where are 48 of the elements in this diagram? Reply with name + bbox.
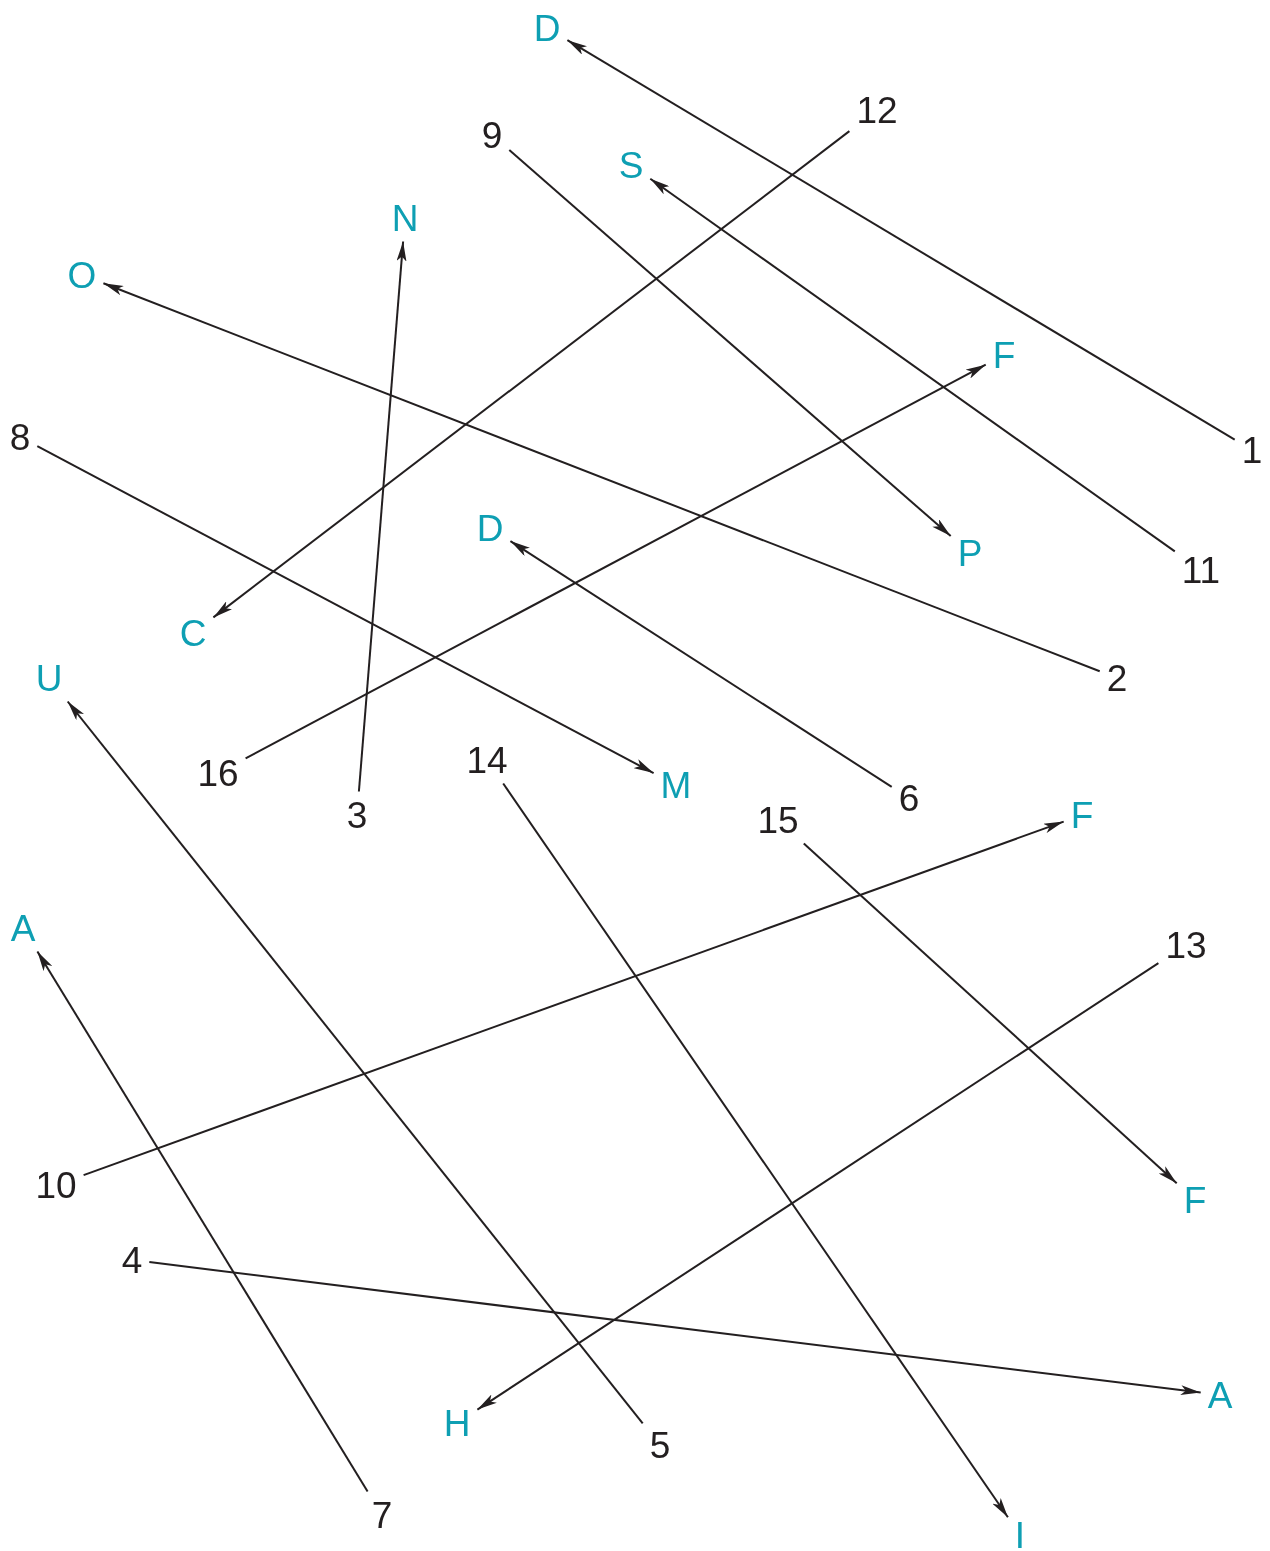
callout-number: 6 bbox=[896, 778, 922, 818]
leader-arrow bbox=[357, 240, 407, 793]
leader-arrow bbox=[509, 540, 893, 788]
part-letter: N bbox=[389, 198, 421, 238]
part-letter: F bbox=[1068, 795, 1096, 835]
callout-number: 10 bbox=[33, 1165, 79, 1205]
callout-number: 1 bbox=[1239, 430, 1265, 470]
part-letter: A bbox=[8, 908, 38, 948]
part-letter: U bbox=[33, 658, 65, 698]
part-letter: M bbox=[658, 765, 694, 805]
part-letter: A bbox=[1205, 1375, 1235, 1415]
leader-arrow bbox=[802, 842, 1178, 1185]
leader-arrow bbox=[36, 445, 655, 775]
leader-arrow bbox=[212, 130, 851, 619]
callout-number: 15 bbox=[755, 800, 801, 840]
part-letter: D bbox=[474, 508, 506, 548]
callout-number: 12 bbox=[854, 90, 900, 130]
callout-number: 13 bbox=[1163, 925, 1209, 965]
part-letter: D bbox=[531, 8, 563, 48]
part-letter: H bbox=[441, 1403, 473, 1443]
leader-arrow bbox=[82, 820, 1065, 1177]
leader-arrow bbox=[36, 950, 369, 1493]
part-letter: F bbox=[1181, 1180, 1209, 1220]
leader-arrow bbox=[566, 39, 1236, 441]
leader-arrow bbox=[502, 782, 1009, 1519]
callout-number: 14 bbox=[464, 740, 510, 780]
leader-arrow bbox=[508, 149, 952, 538]
callout-number: 9 bbox=[479, 115, 505, 155]
leader-arrow bbox=[148, 1261, 1202, 1396]
callout-number: 7 bbox=[369, 1495, 395, 1535]
callout-number: 3 bbox=[344, 795, 370, 835]
part-letter: S bbox=[616, 145, 646, 185]
callout-number: 11 bbox=[1179, 550, 1223, 590]
leader-arrow bbox=[476, 962, 1160, 1411]
callout-number: 2 bbox=[1104, 658, 1130, 698]
leader-arrow bbox=[66, 700, 644, 1425]
leader-arrow bbox=[102, 282, 1101, 673]
leader-arrow bbox=[244, 363, 987, 760]
callout-number: 5 bbox=[647, 1425, 673, 1465]
part-letter: O bbox=[65, 255, 99, 295]
callout-number: 4 bbox=[119, 1240, 145, 1280]
part-letter: F bbox=[990, 335, 1018, 375]
callout-number: 16 bbox=[195, 753, 241, 793]
part-letter: C bbox=[177, 613, 209, 653]
part-letter: P bbox=[955, 533, 985, 573]
part-letter: I bbox=[1012, 1515, 1028, 1551]
leader-arrow bbox=[649, 177, 1176, 553]
callout-number: 8 bbox=[7, 417, 33, 457]
